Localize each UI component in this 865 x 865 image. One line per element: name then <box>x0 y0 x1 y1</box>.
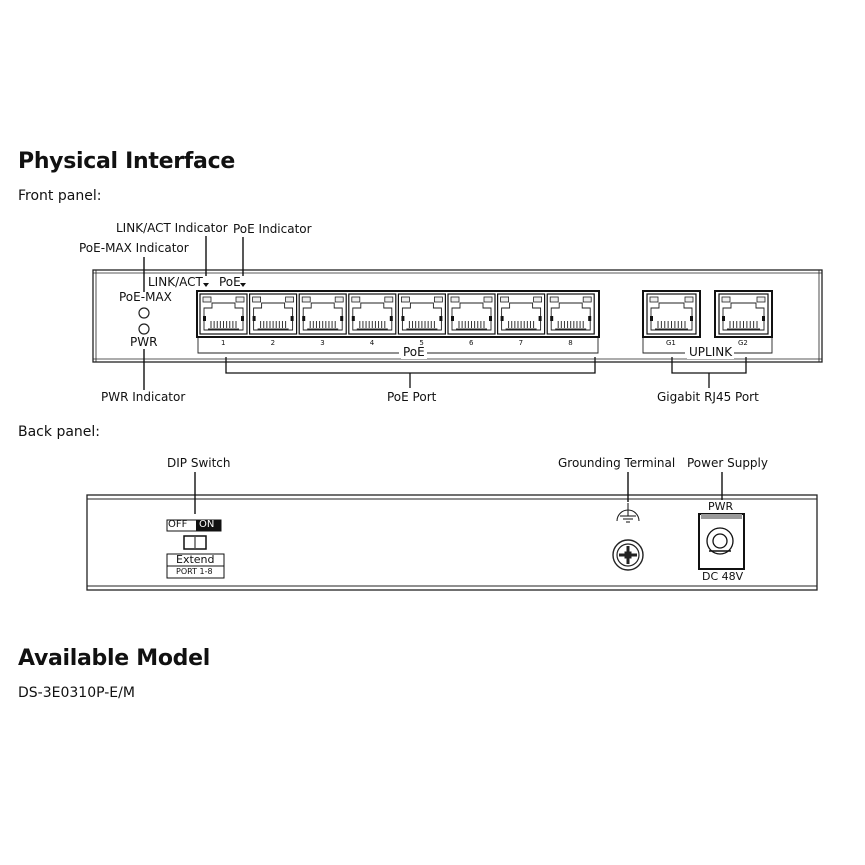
poe-port-number: 6 <box>469 339 474 347</box>
dip-switch-callout: DIP Switch <box>167 456 231 470</box>
dip-switch <box>166 519 225 579</box>
gigabit-port-callout <box>671 357 747 388</box>
dip-on-label: ON <box>199 519 215 530</box>
poe-number-bracket <box>197 338 599 354</box>
rj45-port-icon <box>447 293 496 335</box>
rj45-port-icon <box>249 293 298 335</box>
pwr-jack-label: PWR <box>708 500 734 513</box>
poe-port-callout <box>225 357 596 388</box>
poe-port-number: 2 <box>270 339 276 347</box>
uplink-group-label: UPLINK <box>687 345 735 359</box>
rj45-uplink-port-icon <box>718 293 769 335</box>
poe-indicator-callout: PoE Indicator <box>233 222 312 236</box>
poe-port-number: 1 <box>221 339 226 347</box>
dip-port-range-label: PORT 1-8 <box>176 567 213 576</box>
ground-symbol-icon <box>616 503 640 523</box>
uplink-port-number: G1 <box>666 339 676 347</box>
rj45-port-icon <box>546 293 595 335</box>
front-chassis <box>92 269 823 363</box>
uplink-port-frame <box>714 290 773 338</box>
back-callout-lines <box>194 472 723 514</box>
link-act-arrow-icon <box>203 283 209 287</box>
rj45-uplink-port-icon <box>646 293 697 335</box>
front-callout-lines <box>143 236 244 390</box>
uplink-port-frame <box>642 290 701 338</box>
poe-port-block <box>196 290 600 338</box>
poe-led-printed-label: PoE <box>219 275 241 289</box>
link-act-indicator-callout: LINK/ACT Indicator <box>116 221 228 235</box>
physical-interface-heading: Physical Interface <box>18 149 235 174</box>
grounding-terminal-callout: Grounding Terminal <box>558 456 676 470</box>
rj45-port-icon <box>348 293 397 335</box>
poe-port-number: 5 <box>419 339 424 347</box>
uplink-port-number: G2 <box>738 339 748 347</box>
dip-extend-label: Extend <box>176 553 215 566</box>
rj45-port-icon <box>199 293 248 335</box>
poe-arrow-icon <box>240 283 246 287</box>
poe-max-led-icon <box>138 307 150 319</box>
power-jack-icon <box>698 513 745 570</box>
poe-port-number: 3 <box>320 339 325 347</box>
dip-off-label: OFF <box>168 519 188 530</box>
model-number: DS-3E0310P-E/M <box>18 685 135 701</box>
available-model-heading: Available Model <box>18 646 210 671</box>
uplink-ports <box>642 290 773 338</box>
back-panel-label: Back panel: <box>18 424 100 440</box>
rj45-port-icon <box>497 293 546 335</box>
poe-port-number: 7 <box>518 339 524 347</box>
back-chassis <box>86 494 818 591</box>
front-panel-label: Front panel: <box>18 188 102 204</box>
rj45-port-icon <box>298 293 347 335</box>
pwr-printed-label: PWR <box>130 335 158 349</box>
poe-port-callout-label: PoE Port <box>387 390 437 404</box>
dc-rating-label: DC 48V <box>702 570 744 583</box>
uplink-number-bracket <box>642 338 773 354</box>
gigabit-port-callout-label: Gigabit RJ45 Port <box>657 390 759 404</box>
power-supply-callout: Power Supply <box>687 456 768 470</box>
poe-port-number: 8 <box>568 339 573 347</box>
poe-ports <box>199 293 595 335</box>
link-act-printed-label: LINK/ACT <box>148 275 203 289</box>
poe-group-label: PoE <box>401 345 427 359</box>
poe-max-indicator-callout: PoE-MAX Indicator <box>79 241 189 255</box>
poe-port-number: 4 <box>369 339 375 347</box>
rj45-port-icon <box>397 293 446 335</box>
pwr-led-icon <box>138 323 150 335</box>
grounding-screw-icon <box>612 539 644 571</box>
pwr-indicator-callout: PWR Indicator <box>101 390 186 404</box>
poe-max-printed-label: PoE-MAX <box>119 290 172 304</box>
